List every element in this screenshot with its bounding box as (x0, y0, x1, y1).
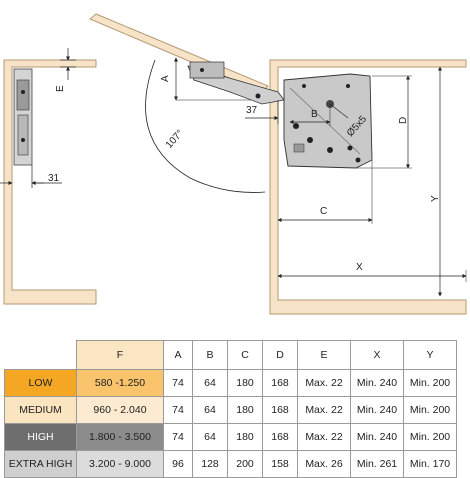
left-cabinet-panel (3, 59, 97, 305)
row-label: LOW (4, 369, 77, 397)
cell-d: 168 (262, 369, 298, 397)
dim-31-label: 31 (48, 173, 60, 184)
dim-e: E (55, 48, 76, 92)
dim-y-label: Y (430, 195, 441, 202)
table-row: LOW 580 -1.250 74 64 180 168 Max. 22 Min… (4, 369, 457, 397)
col-header-x: X (350, 340, 404, 370)
dim-x-label: X (356, 262, 363, 273)
dim-c-label: C (320, 206, 327, 217)
table-corner (4, 340, 77, 370)
col-header-c: C (227, 340, 263, 370)
col-header-a: A (163, 340, 193, 370)
cell-f: 1.800 - 3.500 (76, 423, 164, 451)
dim-y: Y (430, 66, 443, 297)
cell-f: 960 - 2.040 (76, 396, 164, 424)
table-row: HIGH 1.800 - 3.500 74 64 180 168 Max. 22… (4, 423, 457, 451)
cell-y: Min. 200 (403, 423, 457, 451)
col-header-e: E (297, 340, 351, 370)
row-label: MEDIUM (4, 396, 77, 424)
dim-d-label: D (398, 117, 409, 124)
cell-c: 180 (227, 396, 263, 424)
cell-y: Min. 200 (403, 396, 457, 424)
cell-b: 64 (192, 423, 228, 451)
table-row: MEDIUM 960 - 2.040 74 64 180 168 Max. 22… (4, 396, 457, 424)
left-hinge-mechanism (13, 68, 33, 166)
row-label: HIGH (4, 423, 77, 451)
cell-x: Min. 240 (350, 369, 404, 397)
cell-e: Max. 22 (297, 369, 351, 397)
dim-b-label: B (311, 109, 318, 120)
hinge-arm (187, 61, 285, 105)
table-header-row: F A B C D E X Y (4, 340, 457, 370)
cell-e: Max. 26 (297, 450, 351, 478)
table-row: EXTRA HIGH 3.200 - 9.000 96 128 200 158 … (4, 450, 457, 478)
cell-e: Max. 22 (297, 396, 351, 424)
dim-c: C (277, 160, 373, 224)
dim-37-label: 37 (246, 105, 258, 116)
technical-drawing: E 31 107° A 37 (0, 13, 467, 315)
dim-e-label: E (55, 85, 66, 92)
dim-37: 37 (245, 100, 279, 124)
dim-31: 31 (0, 165, 62, 188)
col-header-y: Y (403, 340, 457, 370)
cell-e: Max. 22 (297, 423, 351, 451)
cell-a: 74 (163, 396, 193, 424)
cell-d: 168 (262, 396, 298, 424)
cell-c: 200 (227, 450, 263, 478)
cell-y: Min. 170 (403, 450, 457, 478)
dim-a-label: A (160, 75, 171, 82)
cell-f: 3.200 - 9.000 (76, 450, 164, 478)
col-header-d: D (262, 340, 298, 370)
dim-b: B (289, 104, 331, 126)
right-cabinet-panel (269, 59, 467, 315)
cell-b: 128 (192, 450, 228, 478)
cell-a: 74 (163, 423, 193, 451)
cell-b: 64 (192, 369, 228, 397)
dim-d: D (356, 75, 412, 169)
dim-x: X (277, 262, 467, 282)
cell-x: Min. 240 (350, 396, 404, 424)
cell-x: Min. 261 (350, 450, 404, 478)
cell-c: 180 (227, 423, 263, 451)
cell-a: 96 (163, 450, 193, 478)
cell-a: 74 (163, 369, 193, 397)
cell-b: 64 (192, 396, 228, 424)
col-header-b: B (192, 340, 228, 370)
row-label: EXTRA HIGH (4, 450, 77, 478)
cell-y: Min. 200 (403, 369, 457, 397)
col-header-f: F (76, 340, 164, 370)
cell-x: Min. 240 (350, 423, 404, 451)
open-lid (89, 13, 269, 93)
cell-f: 580 -1.250 (76, 369, 164, 397)
angle-label: 107° (164, 128, 186, 151)
cell-d: 168 (262, 423, 298, 451)
cell-d: 158 (262, 450, 298, 478)
spec-table: F A B C D E X Y LOW 580 -1.250 74 64 180… (4, 340, 457, 478)
cell-c: 180 (227, 369, 263, 397)
swing-arc (145, 59, 266, 193)
